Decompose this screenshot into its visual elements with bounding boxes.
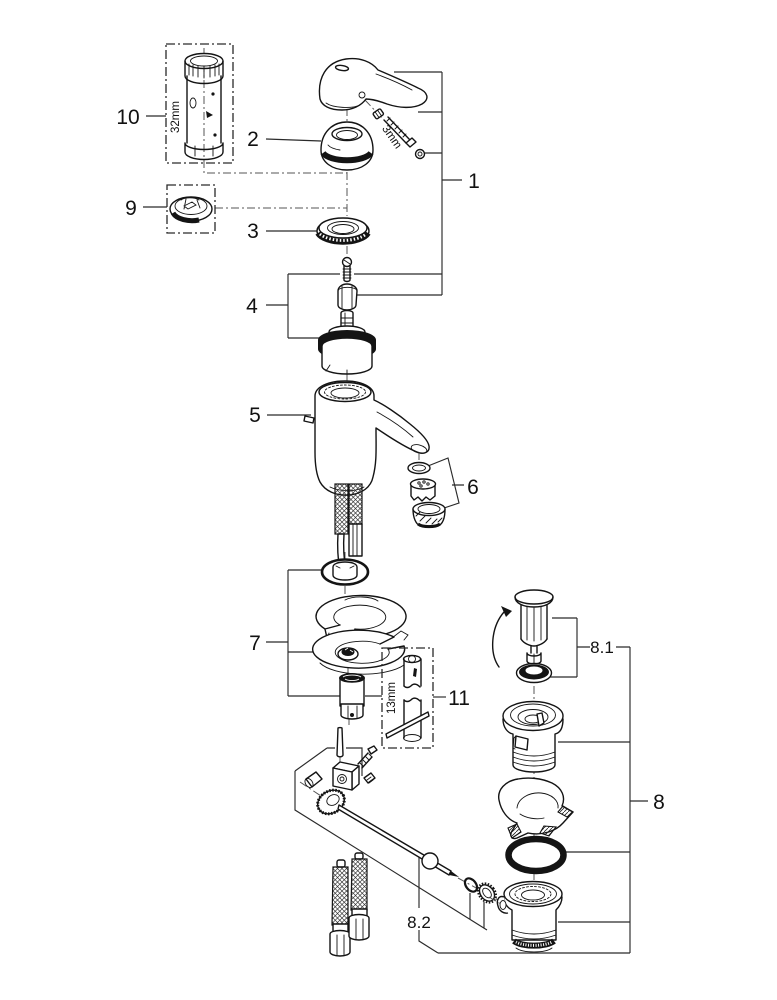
callout-bracket-6 <box>427 457 464 510</box>
mounting-stud <box>339 673 365 720</box>
aerator-insert <box>409 478 437 502</box>
callout-bracket-8 <box>438 647 648 954</box>
callout-8: 8 <box>653 791 665 814</box>
callout-bracket-4 <box>266 273 442 339</box>
horseshoe-washer-metal <box>311 629 409 675</box>
callout-7: 7 <box>249 632 261 655</box>
callout-bracket-8-1 <box>550 617 630 678</box>
callout-4: 4 <box>246 295 258 318</box>
callout-5: 5 <box>249 404 261 427</box>
handle-set-screw <box>372 108 385 120</box>
temp-limit-pin <box>303 415 315 424</box>
linkage-screw <box>357 745 378 769</box>
supply-hoses-upper <box>334 483 363 575</box>
rod-ring-nut <box>476 882 498 904</box>
rotate-arrow <box>492 606 512 668</box>
callout-bracket-8-2 <box>294 771 488 954</box>
callout-bracket-1 <box>394 71 462 295</box>
socket-tool-32mm <box>184 52 224 161</box>
drain-o-ring <box>505 835 567 875</box>
drain-strainer <box>502 700 564 773</box>
mounting-ring-nut <box>315 217 371 245</box>
callout-8-2: 8.2 <box>407 913 431 932</box>
callout-10: 10 <box>116 106 139 129</box>
callout-numbers: 10 9 2 3 4 5 1 6 7 11 8.1 8 8.2 <box>116 106 665 932</box>
rod-o-ring <box>463 877 479 893</box>
drain-tailpiece <box>488 880 563 953</box>
knurled-ring-nut <box>316 788 346 816</box>
drain-wedge-gasket <box>498 777 574 840</box>
aerator-shell <box>412 501 446 529</box>
callout-6: 6 <box>467 476 479 499</box>
tool-box-11 <box>381 647 434 749</box>
tool-box-10 <box>165 43 234 164</box>
tool-box-9 <box>166 184 216 234</box>
plug-seal-ring <box>515 662 553 684</box>
base-o-ring <box>320 558 370 586</box>
callout-9: 9 <box>125 197 137 220</box>
callout-2: 2 <box>247 128 259 151</box>
popup-plug <box>492 589 554 668</box>
linkage-parts-outline <box>294 747 363 776</box>
callout-11: 11 <box>448 687 470 710</box>
cartridge-screw <box>341 256 353 283</box>
cartridge-cap <box>337 283 358 311</box>
popup-rod <box>337 804 498 904</box>
faucet-body <box>303 380 430 496</box>
rod-port-boss <box>496 895 509 914</box>
linkage-plug <box>304 771 323 789</box>
ceramic-cartridge <box>318 309 376 375</box>
label-13mm: 13mm <box>386 682 398 714</box>
callout-1: 1 <box>468 170 480 193</box>
spout-washer <box>407 461 431 475</box>
linkage-nut <box>363 772 376 784</box>
lever-handle <box>318 57 428 111</box>
callout-8-1: 8.1 <box>590 638 614 657</box>
dome-cap <box>320 121 374 171</box>
hex-key-3mm <box>383 116 426 160</box>
label-32mm: 32mm <box>170 101 182 133</box>
pivot-pin <box>336 726 344 758</box>
socket-tool-13mm <box>385 654 430 742</box>
handle-plug-cap <box>169 196 213 224</box>
callout-bracket-7 <box>266 569 382 697</box>
callout-line-2 <box>265 138 322 142</box>
supply-hoses-lower <box>329 852 370 957</box>
callout-3: 3 <box>247 220 259 243</box>
